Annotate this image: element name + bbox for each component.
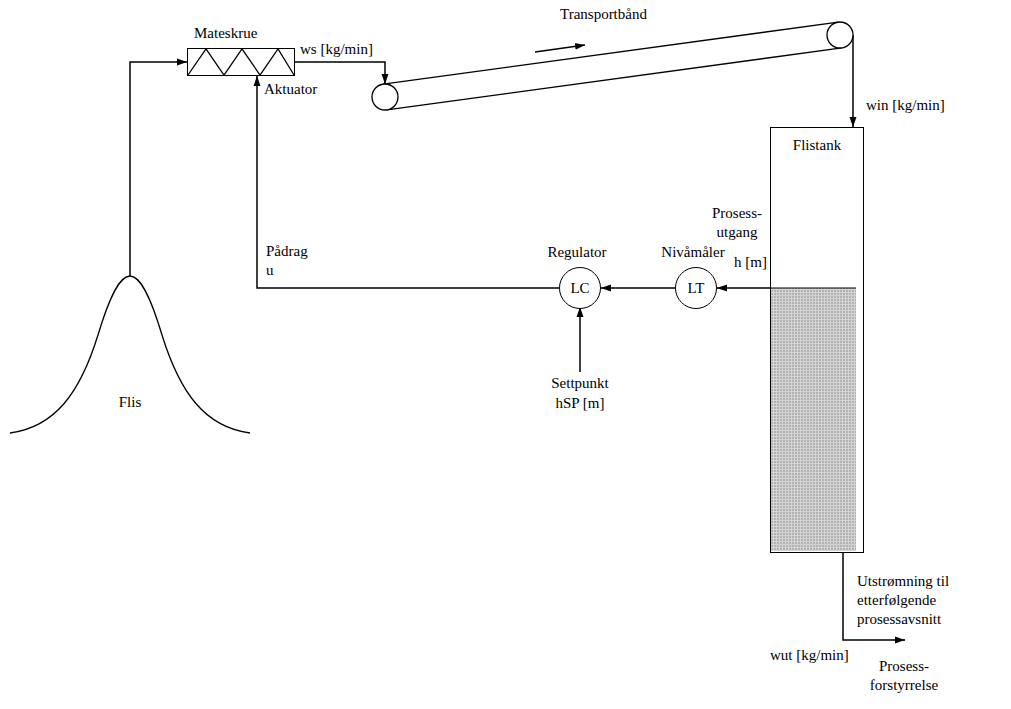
pile-symbol xyxy=(10,275,250,435)
controller-circle: RegulatorLC xyxy=(559,267,601,309)
conveyor-symbol xyxy=(370,18,865,114)
chip-pile: Flis xyxy=(10,275,250,435)
flow-label: ws [kg/min] xyxy=(300,40,373,59)
signal-connector xyxy=(601,287,675,289)
flow-label: win [kg/min] xyxy=(866,96,945,115)
conveyor-belt: Transportbånd xyxy=(370,18,865,114)
signal-label: h [m] xyxy=(734,253,767,272)
signal-connector xyxy=(257,76,559,288)
transmitter-title: Nivåmåler xyxy=(643,243,743,261)
setpoint-arrow xyxy=(579,307,581,372)
signal-connector xyxy=(717,287,770,289)
disturbance-label: Prosess- forstyrrelse xyxy=(858,657,950,695)
tank-title: Flistank xyxy=(771,136,863,154)
screw-title: Mateskrue xyxy=(194,24,257,42)
actuator-label: Aktuator xyxy=(264,80,317,99)
signal-connector xyxy=(852,35,854,127)
feed-screw: Mateskrue xyxy=(187,48,295,76)
chip-tank: Flistank xyxy=(770,127,864,553)
output-label: Prosess- utgang xyxy=(704,204,770,242)
signal-connector xyxy=(130,62,187,276)
tank-symbol xyxy=(771,128,863,552)
conveyor-title: Transportbånd xyxy=(560,5,647,23)
flow-label: wut [kg/min] xyxy=(770,646,849,665)
screw-symbol xyxy=(188,49,294,75)
note-label: Utstrømning til etterfølgende prosessavs… xyxy=(857,572,997,628)
tag-label: LT xyxy=(676,268,716,308)
setpoint-label: Settpunkt xyxy=(530,374,630,393)
pile-label: Flis xyxy=(105,393,155,411)
transmitter-circle: NivåmålerLT xyxy=(675,267,717,309)
tag-label: LC xyxy=(560,268,600,308)
controller-title: Regulator xyxy=(527,243,627,261)
signal-label: hSP [m] xyxy=(530,394,630,413)
signal-label: Pådrag u xyxy=(266,242,318,280)
signal-connector xyxy=(295,62,385,84)
